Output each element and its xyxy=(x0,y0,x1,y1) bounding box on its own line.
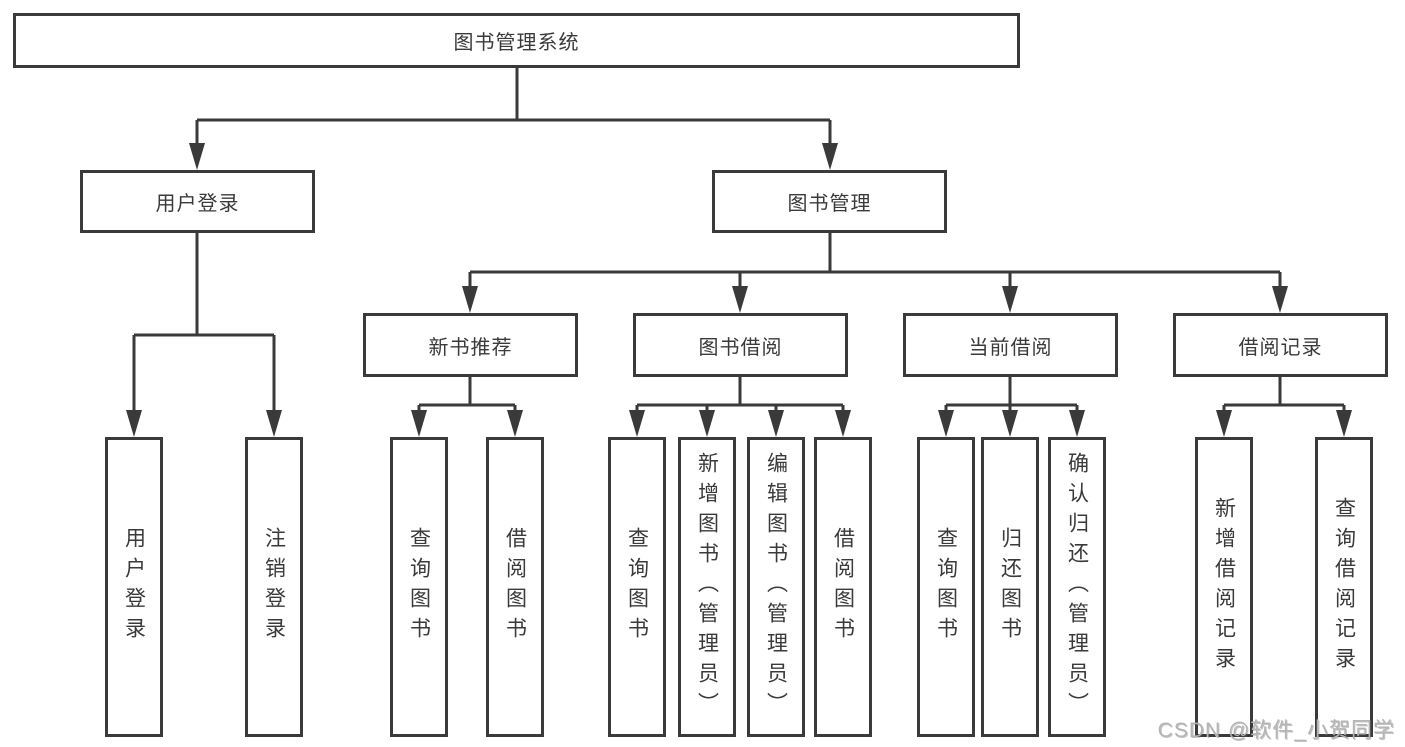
arrowhead xyxy=(411,410,427,437)
leaf-label: 新增借阅记录 xyxy=(1212,497,1236,677)
node-borrowing-records: 借阅记录 xyxy=(1173,313,1388,377)
arrowhead xyxy=(1002,410,1018,437)
node-label: 图书管理 xyxy=(787,193,872,215)
leaf-label: 查询图书 xyxy=(407,527,431,647)
leaf-query-books-current: 查询图书 xyxy=(917,437,975,737)
leaf-borrow-books-borrowing: 借阅图书 xyxy=(814,437,872,737)
arrowhead xyxy=(822,143,838,170)
leaf-label: 查询图书 xyxy=(625,527,649,647)
node-label: 当前借阅 xyxy=(968,336,1053,359)
node-new-book-recommendation: 新书推荐 xyxy=(363,313,578,377)
leaf-query-books-borrowing: 查询图书 xyxy=(608,437,666,737)
arrowhead xyxy=(768,410,784,437)
arrowhead xyxy=(266,410,282,437)
arrowhead xyxy=(732,286,748,313)
leaf-label: 编辑图书（管理员） xyxy=(764,452,788,722)
arrowhead xyxy=(189,143,205,170)
node-current-borrowing: 当前借阅 xyxy=(903,313,1118,377)
node-label: 新书推荐 xyxy=(428,336,513,359)
node-user-login: 用户登录 xyxy=(80,170,315,233)
leaf-label: 确认归还（管理员） xyxy=(1065,452,1089,722)
arrowhead xyxy=(1336,410,1352,437)
arrowhead xyxy=(1069,410,1085,437)
csdn-watermark: CSDN @软件_小贺同学 xyxy=(1157,719,1395,742)
leaf-logout: 注销登录 xyxy=(245,437,303,737)
arrowhead xyxy=(462,286,478,313)
leaf-label: 注销登录 xyxy=(262,527,286,647)
arrowhead xyxy=(938,410,954,437)
node-label: 用户登录 xyxy=(155,193,240,215)
arrowhead xyxy=(126,410,142,437)
node-book-borrowing: 图书借阅 xyxy=(633,313,848,377)
leaf-label: 借阅图书 xyxy=(831,527,855,647)
arrowhead xyxy=(1002,286,1018,313)
arrowhead xyxy=(1216,410,1232,437)
leaf-query-books-recommend: 查询图书 xyxy=(390,437,448,737)
leaf-add-books-admin: 新增图书（管理员） xyxy=(678,437,736,737)
arrowhead xyxy=(507,410,523,437)
arrowhead xyxy=(1272,286,1288,313)
leaf-label: 归还图书 xyxy=(998,527,1022,647)
leaf-label: 查询图书 xyxy=(934,527,958,647)
node-label: 图书管理系统 xyxy=(453,32,580,54)
node-book-management: 图书管理 xyxy=(712,170,947,233)
leaf-confirm-return-admin: 确认归还（管理员） xyxy=(1048,437,1106,737)
node-book-management-system: 图书管理系统 xyxy=(13,13,1020,68)
arrowhead xyxy=(629,410,645,437)
arrowhead xyxy=(699,410,715,437)
leaf-label: 查询借阅记录 xyxy=(1332,497,1356,677)
leaf-label: 借阅图书 xyxy=(503,527,527,647)
node-label: 借阅记录 xyxy=(1238,336,1323,359)
arrowhead xyxy=(835,410,851,437)
leaf-return-books: 归还图书 xyxy=(981,437,1039,737)
leaf-edit-books-admin: 编辑图书（管理员） xyxy=(747,437,805,737)
leaf-query-borrow-record: 查询借阅记录 xyxy=(1315,437,1373,737)
node-label: 图书借阅 xyxy=(698,336,783,359)
leaf-label: 用户登录 xyxy=(122,527,146,647)
leaf-add-borrow-record: 新增借阅记录 xyxy=(1195,437,1253,737)
leaf-borrow-books-recommend: 借阅图书 xyxy=(486,437,544,737)
leaf-label: 新增图书（管理员） xyxy=(695,452,719,722)
leaf-user-login: 用户登录 xyxy=(105,437,163,737)
